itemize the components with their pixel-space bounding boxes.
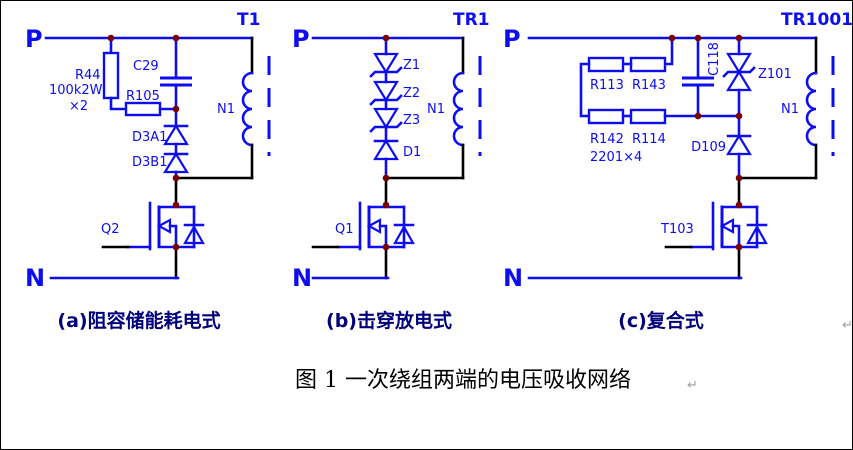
resistor-r114 [629, 108, 667, 125]
caption-c: (c)复合式 [618, 309, 704, 332]
c118-label: C118 [707, 42, 722, 76]
wire [579, 62, 591, 118]
junction-dot [172, 105, 180, 113]
d1-label: D1 [403, 145, 421, 160]
diode-d109 [726, 134, 752, 156]
junction-dot [735, 201, 743, 209]
junction-dot [382, 34, 390, 42]
junction-dot [172, 174, 180, 182]
n-rail-label: N [503, 264, 523, 292]
d3b1-label: D3B1 [132, 155, 167, 170]
diode-d3a1 [163, 124, 189, 146]
z101-label: Z101 [758, 67, 792, 82]
wire [109, 96, 128, 111]
d109-label: D109 [691, 140, 726, 155]
junction-dot [668, 34, 676, 42]
q1-label: Q1 [335, 222, 354, 237]
r44-mult-label: ×2 [69, 99, 88, 114]
circuit-c: P N [503, 10, 852, 333]
r44-value-label: 100k2W [49, 83, 103, 98]
junction-dot [735, 243, 743, 251]
z3-label: Z3 [403, 113, 420, 128]
resistor-r143 [629, 56, 667, 73]
n-rail-label: N [25, 264, 45, 292]
mosfet-t103 [689, 201, 768, 251]
junction-dot [694, 112, 702, 120]
transformer-label: TR1 [453, 10, 490, 30]
transformer-t1 [241, 36, 271, 180]
junction-dot [172, 34, 180, 42]
junction-dot [172, 243, 180, 251]
caption-b: (b)击穿放电式 [326, 309, 452, 332]
resistor-r113 [587, 56, 625, 73]
resistor-r44 [102, 51, 120, 100]
p-rail-label: P [25, 25, 43, 53]
junction-dot [735, 112, 743, 120]
z2-label: Z2 [403, 86, 420, 101]
p-rail-label: P [292, 25, 310, 53]
junction-dot [735, 34, 743, 42]
r114-label: R114 [632, 132, 666, 147]
transformer-label: TR1001 [781, 10, 852, 30]
return-mark: ↵ [687, 378, 698, 393]
junction-dot [382, 201, 390, 209]
r113-label: R113 [590, 78, 624, 93]
r105-label: R105 [126, 89, 160, 104]
winding-label: N1 [427, 102, 445, 117]
r44-label: R44 [75, 68, 101, 83]
junction-dot [382, 243, 390, 251]
d3a1-label: D3A1 [132, 130, 167, 145]
caption-a: (a)阻容储能耗电式 [57, 309, 220, 332]
figure-caption: 图 1 一次绕组两端的电压吸收网络 [295, 368, 631, 393]
winding-label: N1 [217, 102, 235, 117]
r-value-label: 2201×4 [590, 150, 642, 165]
p-rail-label: P [503, 25, 521, 53]
junction-dot [735, 174, 743, 182]
return-mark: ↵ [842, 318, 852, 333]
transformer-tr1001 [805, 36, 835, 180]
resistor-r142 [587, 108, 625, 125]
winding-label: N1 [781, 102, 799, 117]
mosfet-q2 [126, 201, 205, 251]
c29-label: C29 [133, 59, 159, 74]
n-rail-label: N [292, 264, 312, 292]
t103-label: T103 [660, 222, 694, 237]
z1-label: Z1 [403, 58, 420, 73]
diode-d3b1 [163, 152, 189, 174]
wire [663, 36, 674, 66]
diode-d1 [373, 139, 399, 161]
transformer-tr1 [452, 36, 482, 180]
circuit-a: P N T1 R44 100k2W [25, 10, 271, 332]
junction-dot [694, 34, 702, 42]
zener-z101 [722, 52, 756, 92]
junction-dot [107, 34, 115, 42]
junction-dot [382, 174, 390, 182]
transformer-label: T1 [237, 10, 260, 30]
circuit-b: P N TR1 Z1 Z2 Z3 D1 N1 Q1 (b)击穿放电式 [292, 10, 490, 332]
q2-label: Q2 [101, 222, 120, 237]
resistor-r105 [124, 101, 162, 117]
r142-label: R142 [590, 132, 624, 147]
junction-dot [172, 201, 180, 209]
r143-label: R143 [632, 78, 666, 93]
